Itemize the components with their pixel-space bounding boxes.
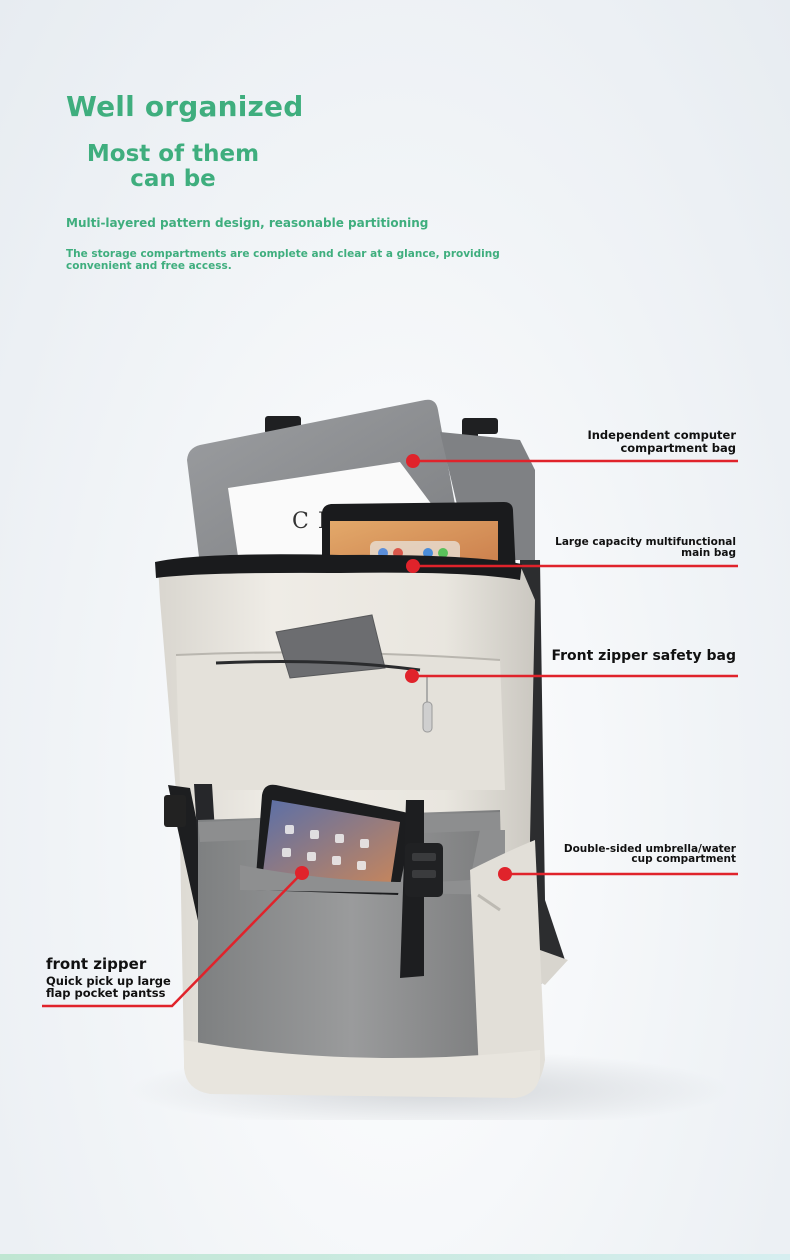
callout-front-safety: Front zipper safety bag <box>551 648 736 664</box>
description-line-2: The storage compartments are complete an… <box>66 248 500 272</box>
description-line-1: Multi-layered pattern design, reasonable… <box>66 216 429 230</box>
callout-dot-safety <box>405 669 419 683</box>
callout-umbrella: Double-sided umbrella/water cup compartm… <box>563 843 736 865</box>
callout-dot-umbrella <box>498 867 512 881</box>
subhead: Most of them can be <box>86 141 260 192</box>
callout-dot-main <box>406 559 420 573</box>
callout-dot-computer <box>406 454 420 468</box>
callout-computer-bag: Independent computer compartment bag <box>587 428 736 455</box>
bottom-accent-strip <box>0 1254 790 1260</box>
headline: Well organized <box>66 90 304 123</box>
callout-front-zipper-sub: Quick pick up large flap pocket pantss <box>46 974 171 1000</box>
callout-front-zipper-title: front zipper <box>46 955 147 973</box>
backpack-product-photo: CE A <box>130 399 730 1120</box>
callout-dot-front-zipper <box>295 866 309 880</box>
callout-main-bag: Large capacity multifunctional main bag <box>555 536 736 559</box>
